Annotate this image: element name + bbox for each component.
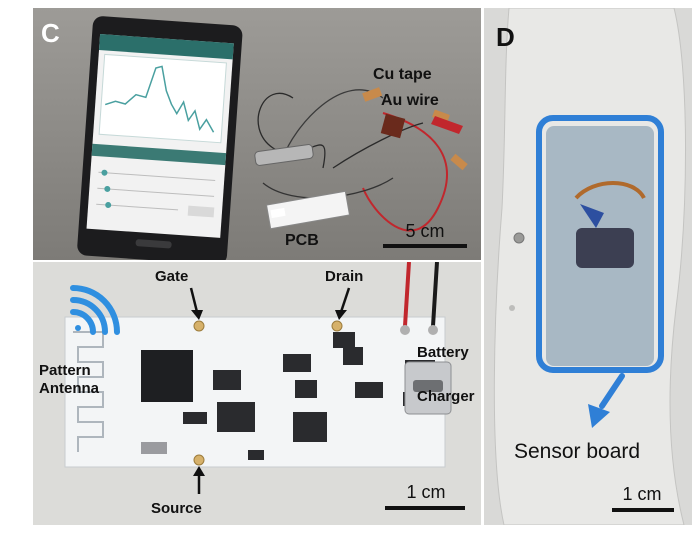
panel-c-photo: C Cu tape Au wire PCB 5 cm [33, 8, 481, 260]
label-cu-tape: Cu tape [373, 66, 432, 83]
scale-bar-label-c: 5 cm [405, 221, 445, 241]
pcb-board [64, 316, 446, 468]
arrows [189, 287, 351, 494]
sensor-chip [576, 228, 634, 268]
sensor-chip [380, 113, 406, 139]
microcontroller-chip [141, 350, 193, 402]
panel-pcb-photo: Gate Drain Pattern Antenna Battery Charg… [33, 262, 481, 525]
battery [254, 144, 314, 166]
label-gate: Gate [155, 268, 189, 285]
phone-graph [98, 53, 227, 144]
battery-black-wire [431, 262, 439, 327]
panel-d-photo: D Sensor board 1 cm [484, 8, 692, 525]
scale-bar-b [385, 506, 465, 510]
battery-red-wire [403, 262, 411, 327]
label-pattern-antenna: Pattern Antenna [39, 362, 99, 397]
drain-pad [331, 320, 343, 332]
label-battery: Battery [417, 344, 469, 361]
label-pcb: PCB [285, 232, 319, 249]
pattern-antenna [73, 331, 104, 452]
cu-tape-pad [450, 153, 468, 171]
label-charger: Charger [417, 388, 475, 405]
label-drain: Drain [325, 268, 364, 285]
scale-bar-label-b: 1 cm [406, 482, 446, 502]
panel-letter-c: C [41, 18, 60, 48]
scale-bar-c [383, 244, 467, 248]
label-source: Source [151, 500, 202, 517]
panel-pcb-scene [33, 262, 481, 525]
wifi-icon [70, 285, 120, 335]
label-au-wire: Au wire [381, 92, 439, 109]
gate-pad [193, 320, 205, 332]
smartphone [77, 16, 243, 260]
panel-letter-d: D [496, 22, 515, 52]
pcb-board [265, 190, 351, 230]
label-sensor-board: Sensor board [514, 440, 641, 463]
highlight-box [536, 115, 664, 373]
panel-d-scene [484, 8, 692, 525]
panel-c-scene [33, 8, 481, 260]
scale-bar-label-d: 1 cm [622, 484, 662, 504]
alligator-clip [431, 116, 463, 134]
highlight-arrow [599, 373, 625, 409]
cu-tape-pad [362, 87, 383, 102]
scale-bar-d [612, 508, 674, 512]
cu-tape-pad [432, 109, 450, 123]
source-pad [193, 454, 205, 466]
highlight-arrowhead [588, 404, 610, 428]
